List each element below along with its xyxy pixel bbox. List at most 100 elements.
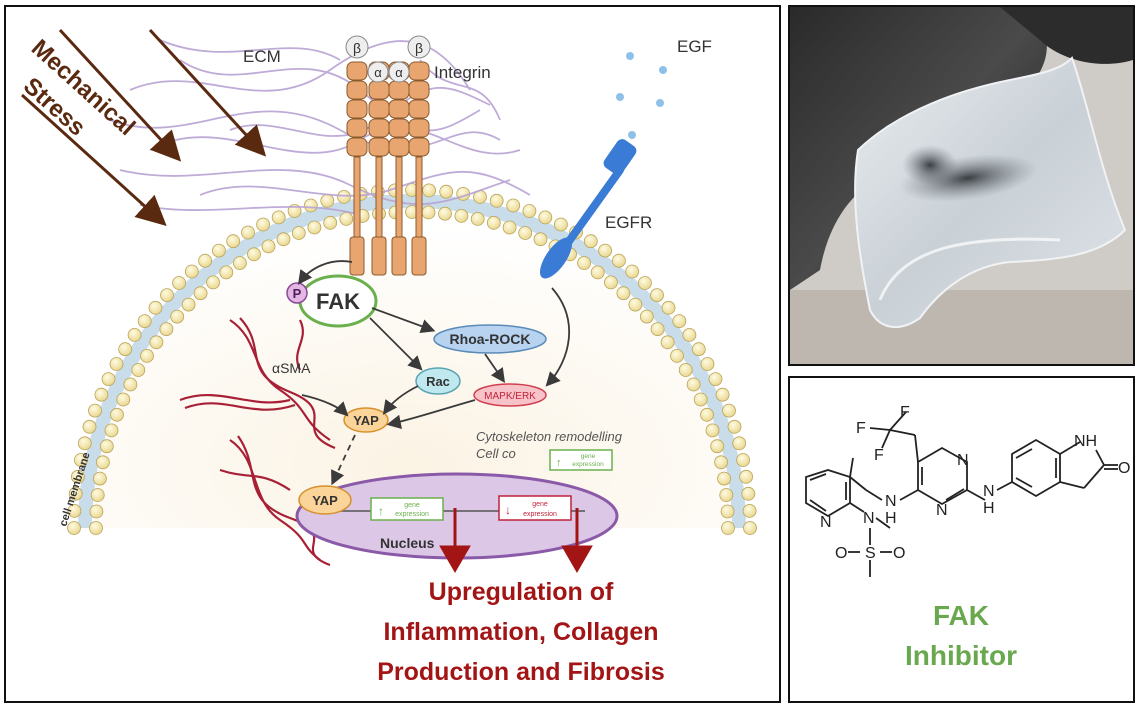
membrane-bead — [741, 486, 756, 501]
membrane-bead — [94, 387, 109, 402]
membrane-bead — [682, 327, 697, 342]
membrane-bead — [137, 314, 152, 329]
membrane-bead — [291, 226, 306, 240]
down-expression-word: expression — [523, 511, 557, 518]
membrane-bead — [181, 297, 196, 312]
signal-arrows — [297, 260, 570, 486]
membrane-bead — [700, 407, 714, 422]
membrane-bead — [714, 455, 728, 470]
membrane-bead — [727, 419, 742, 434]
membrane-bead — [625, 264, 640, 279]
membrane-bead — [421, 205, 436, 220]
egf-label: EGF — [677, 37, 712, 56]
membrane-bead — [533, 232, 548, 247]
membrane-bead — [454, 208, 469, 223]
outcome-line-3: Production and Fibrosis — [377, 658, 665, 686]
outcome-arrows — [439, 508, 593, 574]
atom-n-bridge-left: N — [885, 493, 897, 510]
membrane-bead — [554, 217, 568, 232]
rhoa-rock-label: Rhoa-ROCK — [450, 331, 531, 347]
membrane-bead — [71, 469, 85, 484]
yap-nuclear-label: YAP — [312, 493, 338, 508]
membrane-bead — [502, 220, 517, 235]
integrin-stalk — [395, 156, 403, 238]
membrane-bead — [172, 276, 187, 290]
ecm-label: ECM — [243, 47, 281, 66]
membrane-bead — [710, 439, 725, 454]
integrin-domain — [388, 99, 410, 119]
integrin-domain — [346, 118, 368, 138]
cytoskeleton-expression-word: expression — [572, 461, 604, 468]
atom-n-bridge-right: N — [983, 483, 995, 500]
membrane-bead — [241, 225, 255, 240]
cytoskeleton-line-2: Cell co — [476, 446, 516, 461]
membrane-bead — [184, 264, 199, 279]
atom-nh-lactam: NH — [1074, 433, 1097, 450]
membrane-bead — [439, 184, 454, 199]
membrane-bead — [74, 453, 88, 467]
membrane-bead — [604, 275, 618, 290]
integrin-domain — [408, 99, 430, 119]
alpha-symbol-right: α — [395, 65, 403, 80]
membrane-bead — [123, 377, 138, 392]
integrin-domain — [408, 80, 430, 100]
membrane-bead — [577, 256, 591, 270]
membrane-bead — [470, 211, 485, 226]
integrin-domain — [368, 137, 390, 157]
mapk-erk-label: MAPK/ERK — [484, 391, 536, 402]
fak-inhibitor-panel: F F F N N N H N H NH O N N S O O FAK Inh… — [788, 376, 1135, 703]
membrane-bead — [732, 436, 747, 451]
membrane-bead — [705, 423, 720, 438]
outcome-line-2: Inflammation, Collagen — [383, 618, 658, 646]
membrane-band — [78, 194, 746, 529]
phospho-label: P — [293, 286, 302, 301]
membrane-bead — [339, 211, 354, 226]
membrane-bead — [226, 234, 241, 249]
cytoskeleton-line-1: Cytoskeleton remodelling — [476, 429, 623, 444]
membrane-bead — [708, 372, 723, 387]
membrane-bead — [639, 309, 654, 324]
integrin-tail — [371, 236, 387, 276]
membrane-bead — [743, 521, 757, 535]
integrin-domain — [346, 61, 368, 81]
integrin-stalk — [375, 156, 383, 238]
membrane-bead — [522, 204, 537, 218]
atom-o-left: O — [835, 545, 847, 562]
beta-symbol-right: β — [415, 40, 423, 56]
alpha-subunit-left — [367, 61, 389, 83]
cytoskeleton-up-arrow: ↑ — [556, 457, 562, 469]
integrin-domain — [346, 137, 368, 157]
membrane-bead — [219, 265, 234, 280]
membrane-bead — [67, 503, 82, 518]
membrane-bead — [489, 193, 504, 208]
atom-n-pyrimidine-2: N — [936, 502, 948, 519]
membrane-bead — [598, 243, 612, 258]
membrane-bead — [198, 253, 213, 268]
membrane-bead — [700, 357, 715, 371]
atom-n-pyrimidine-1: N — [957, 452, 969, 469]
egfr-label: EGFR — [605, 213, 652, 232]
nucleus-label: Nucleus — [380, 535, 435, 551]
membrane-bead — [149, 335, 164, 350]
membrane-bead — [693, 392, 708, 407]
integrin-domain — [408, 61, 430, 81]
membrane-bead — [99, 439, 114, 454]
integrin-label: Integrin — [434, 63, 491, 82]
atom-n-pyridine: N — [820, 514, 832, 531]
membrane-bead — [438, 206, 452, 221]
beta-subunit-left — [345, 35, 369, 59]
atom-n-sulfonamide: N — [863, 510, 875, 527]
down-gene-box: ↓ gene expression — [498, 495, 572, 521]
down-gene-word: gene — [532, 501, 548, 508]
membrane-bead — [170, 309, 185, 324]
up-gene-arrow: ↑ — [378, 504, 384, 518]
membrane-bead — [506, 198, 521, 213]
integrin-domain — [346, 99, 368, 119]
membrane-bead — [232, 256, 247, 270]
membrane-bead — [742, 503, 757, 518]
rac-label: Rac — [426, 374, 450, 389]
alpha-symbol-left: α — [374, 65, 382, 80]
atom-f-1: F — [900, 404, 910, 421]
atom-o-right: O — [893, 545, 905, 562]
integrin-domain — [408, 118, 430, 138]
